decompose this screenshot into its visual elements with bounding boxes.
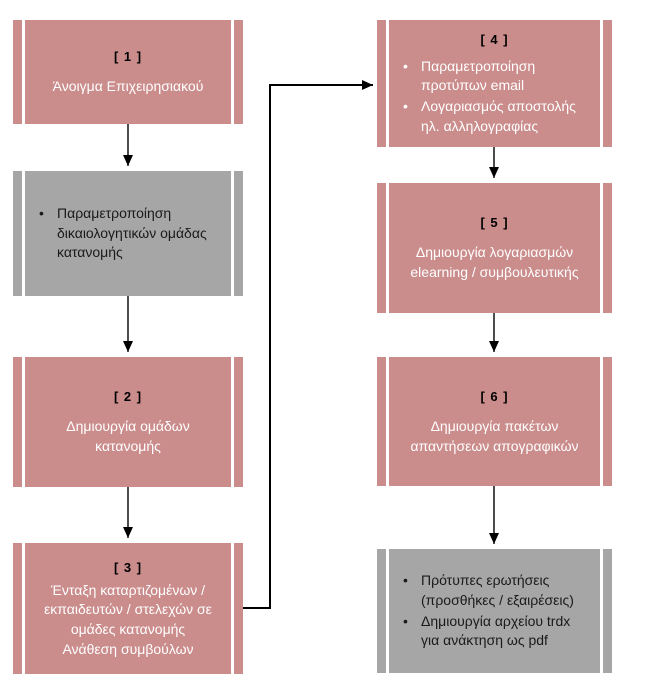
node-number: [ 4 ] bbox=[480, 31, 509, 47]
bullet-item: Πρότυπες ερωτήσεις (προσθήκες / εξαιρέσε… bbox=[401, 571, 592, 610]
node-bullet-list: Παραμετροποίηση προτύπων email Λογαριασμ… bbox=[395, 56, 594, 137]
node-side-bar bbox=[603, 183, 612, 313]
node-number: [ 3 ] bbox=[113, 559, 143, 575]
node-side-bar bbox=[603, 357, 612, 486]
node-side-bar bbox=[603, 549, 612, 673]
node-number: [ 6 ] bbox=[480, 388, 509, 404]
bullet-item: Παραμετροποίηση δικαιολογητικών ομάδας κ… bbox=[37, 204, 223, 263]
node-side-bar bbox=[377, 183, 386, 313]
node-side-bar bbox=[13, 20, 22, 124]
node-side-bar bbox=[13, 171, 22, 296]
flow-node-step-6: [ 6 ] Δημιουργία πακέτων απαντήσεων απογ… bbox=[377, 357, 612, 486]
node-number: [ 1 ] bbox=[113, 49, 143, 65]
flow-node-step-5: [ 5 ] Δημιουργία λογαριασμών elearning /… bbox=[377, 183, 612, 313]
node-body: [ 4 ] Παραμετροποίηση προτύπων email Λογ… bbox=[389, 20, 600, 147]
node-side-bar bbox=[377, 20, 386, 147]
node-body: [ 5 ] Δημιουργία λογαριασμών elearning /… bbox=[389, 183, 600, 313]
node-text: Άνοιγμα Επιχειρησιακού bbox=[52, 78, 204, 95]
flow-node-step-2: [ 2 ] Δημιουργία ομάδων κατανομής bbox=[13, 357, 243, 487]
node-body: [ 2 ] Δημιουργία ομάδων κατανομής bbox=[25, 357, 231, 487]
arrow-step3-step4 bbox=[243, 80, 373, 609]
flow-node-step-4: [ 4 ] Παραμετροποίηση προτύπων email Λογ… bbox=[377, 20, 612, 147]
flow-node-step-3: [ 3 ] Ένταξη καταρτιζομένων / εκπαιδευτώ… bbox=[13, 543, 243, 674]
node-text: Δημιουργία λογαριασμών elearning / συμβο… bbox=[410, 244, 579, 280]
node-side-bar bbox=[13, 543, 22, 674]
node-number: [ 2 ] bbox=[113, 389, 143, 405]
node-bullet-list: Παραμετροποίηση δικαιολογητικών ομάδας κ… bbox=[31, 203, 225, 264]
node-side-bar bbox=[603, 20, 612, 147]
node-side-bar bbox=[234, 171, 243, 296]
flow-node-step-1: [ 1 ] Άνοιγμα Επιχειρησιακού bbox=[13, 20, 243, 124]
flow-node-note-1: Παραμετροποίηση δικαιολογητικών ομάδας κ… bbox=[13, 171, 243, 296]
node-side-bar bbox=[234, 20, 243, 124]
flow-node-note-2: Πρότυπες ερωτήσεις (προσθήκες / εξαιρέσε… bbox=[377, 549, 612, 673]
bullet-item: Λογαριασμός αποστολής ηλ. αλληλογραφίας bbox=[401, 97, 592, 136]
node-body: [ 6 ] Δημιουργία πακέτων απαντήσεων απογ… bbox=[389, 357, 600, 486]
node-bullet-list: Πρότυπες ερωτήσεις (προσθήκες / εξαιρέσε… bbox=[395, 570, 594, 651]
node-text: Δημιουργία ομάδων κατανομής bbox=[66, 418, 190, 454]
node-text: Ένταξη καταρτιζομένων / εκπαιδευτών / στ… bbox=[44, 581, 212, 657]
node-side-bar bbox=[377, 357, 386, 486]
node-side-bar bbox=[234, 543, 243, 674]
node-body: Πρότυπες ερωτήσεις (προσθήκες / εξαιρέσε… bbox=[389, 549, 600, 673]
node-text: Δημιουργία πακέτων απαντήσεων απογραφικώ… bbox=[410, 417, 579, 454]
node-side-bar bbox=[13, 357, 22, 487]
node-side-bar bbox=[234, 357, 243, 487]
node-body: [ 3 ] Ένταξη καταρτιζομένων / εκπαιδευτώ… bbox=[25, 543, 231, 674]
bullet-item: Δημιουργία αρχείου trdx για ανάκτηση ως … bbox=[401, 612, 592, 651]
node-body: [ 1 ] Άνοιγμα Επιχειρησιακού bbox=[25, 20, 231, 124]
node-side-bar bbox=[377, 549, 386, 673]
node-number: [ 5 ] bbox=[480, 215, 509, 231]
bullet-item: Παραμετροποίηση προτύπων email bbox=[401, 57, 592, 96]
node-body: Παραμετροποίηση δικαιολογητικών ομάδας κ… bbox=[25, 171, 231, 296]
